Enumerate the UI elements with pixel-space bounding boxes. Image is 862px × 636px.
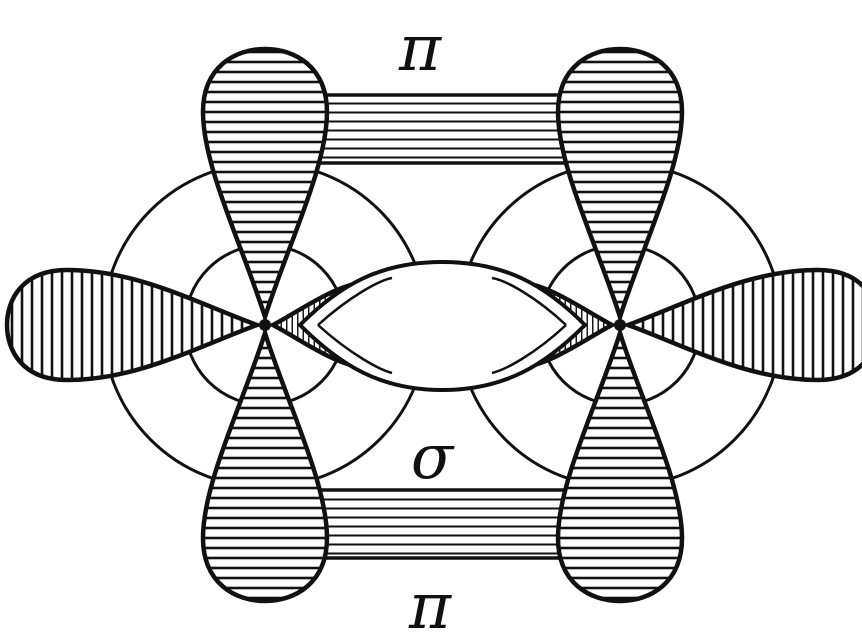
left-p-orbital-lower-lobe [203, 333, 327, 601]
right-nucleus [614, 319, 626, 331]
pi-bond-overlap-top [300, 95, 590, 163]
pi-bond-label-top: π [398, 12, 442, 86]
left-sp-orbital-outer-lobe [7, 270, 257, 380]
pi-bond-label-bottom: π [408, 570, 452, 636]
sigma-bond-overlap [300, 262, 585, 390]
pi-bond-overlap-bottom [300, 490, 590, 558]
right-p-orbital-lower-lobe [558, 333, 682, 601]
right-sp-orbital-outer-lobe [628, 270, 862, 380]
right-p-orbital-upper-lobe [558, 49, 682, 317]
left-p-orbital-upper-lobe [203, 49, 327, 317]
left-nucleus [259, 319, 271, 331]
sigma-bond-label: σ [411, 420, 455, 493]
